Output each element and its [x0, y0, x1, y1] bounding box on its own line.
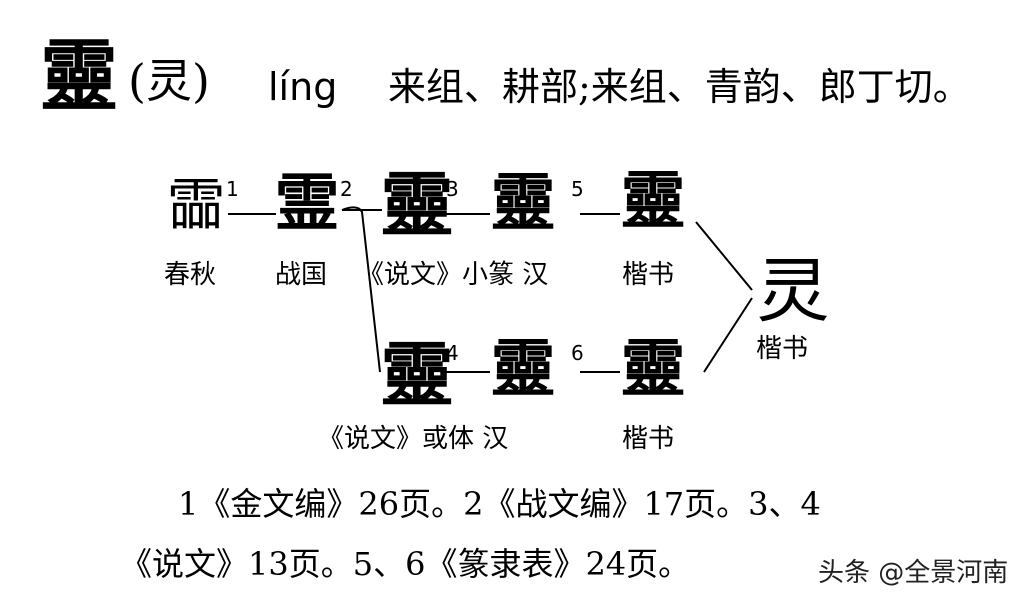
connector-7-9 [695, 221, 753, 291]
ref-number-1: 1 [226, 177, 239, 201]
glyph-kaishu-2: 靈 [620, 332, 686, 405]
heading-character: 靈 [40, 31, 119, 122]
footnote-line-2: 《说文》13页。5、6《篆隶表》24页。 [120, 545, 691, 583]
ref-number-2: 2 [340, 177, 353, 201]
glyph-han-1: 靈 [490, 166, 556, 239]
caption-kaishu-3: 楷书 [756, 334, 809, 364]
pinyin: líng [268, 65, 338, 109]
ref-number-5: 5 [571, 177, 584, 201]
ref-number-6: 6 [571, 341, 584, 365]
glyph-kaishu-1: 靈 [620, 164, 686, 237]
glyph-chunqiu: 霝 [166, 173, 226, 238]
connector-8-9 [703, 297, 753, 373]
footnote-line-1: 1《金文编》26页。2《战文编》17页。3、4 [178, 485, 821, 523]
glyph-huoti: 靈 [380, 333, 454, 416]
ref-number-4: 4 [446, 341, 459, 365]
ref-number-3: 3 [446, 177, 459, 201]
caption-chunqiu: 春秋 [164, 260, 217, 290]
phonology-note: 来组、耕部;来组、青韵、郎丁切。 [388, 65, 971, 109]
caption-xiaozhuan-han: 《说文》小篆 汉 [358, 260, 549, 290]
glyph-zhanguo: 霊 [274, 166, 340, 239]
glyph-kaishu-simplified: 灵 [756, 250, 830, 332]
caption-zhanguo: 战国 [275, 260, 328, 290]
simplified-form: (灵) [128, 54, 210, 108]
caption-huoti-han: 《说文》或体 汉 [318, 424, 509, 454]
caption-kaishu-2: 楷书 [622, 424, 675, 454]
glyph-xiaozhuan: 靈 [380, 163, 454, 246]
glyph-han-2: 靈 [490, 332, 556, 405]
connector-2-4 [341, 206, 381, 373]
watermark: 头条 @全景河南 [818, 558, 1009, 588]
caption-kaishu-1: 楷书 [622, 260, 675, 290]
